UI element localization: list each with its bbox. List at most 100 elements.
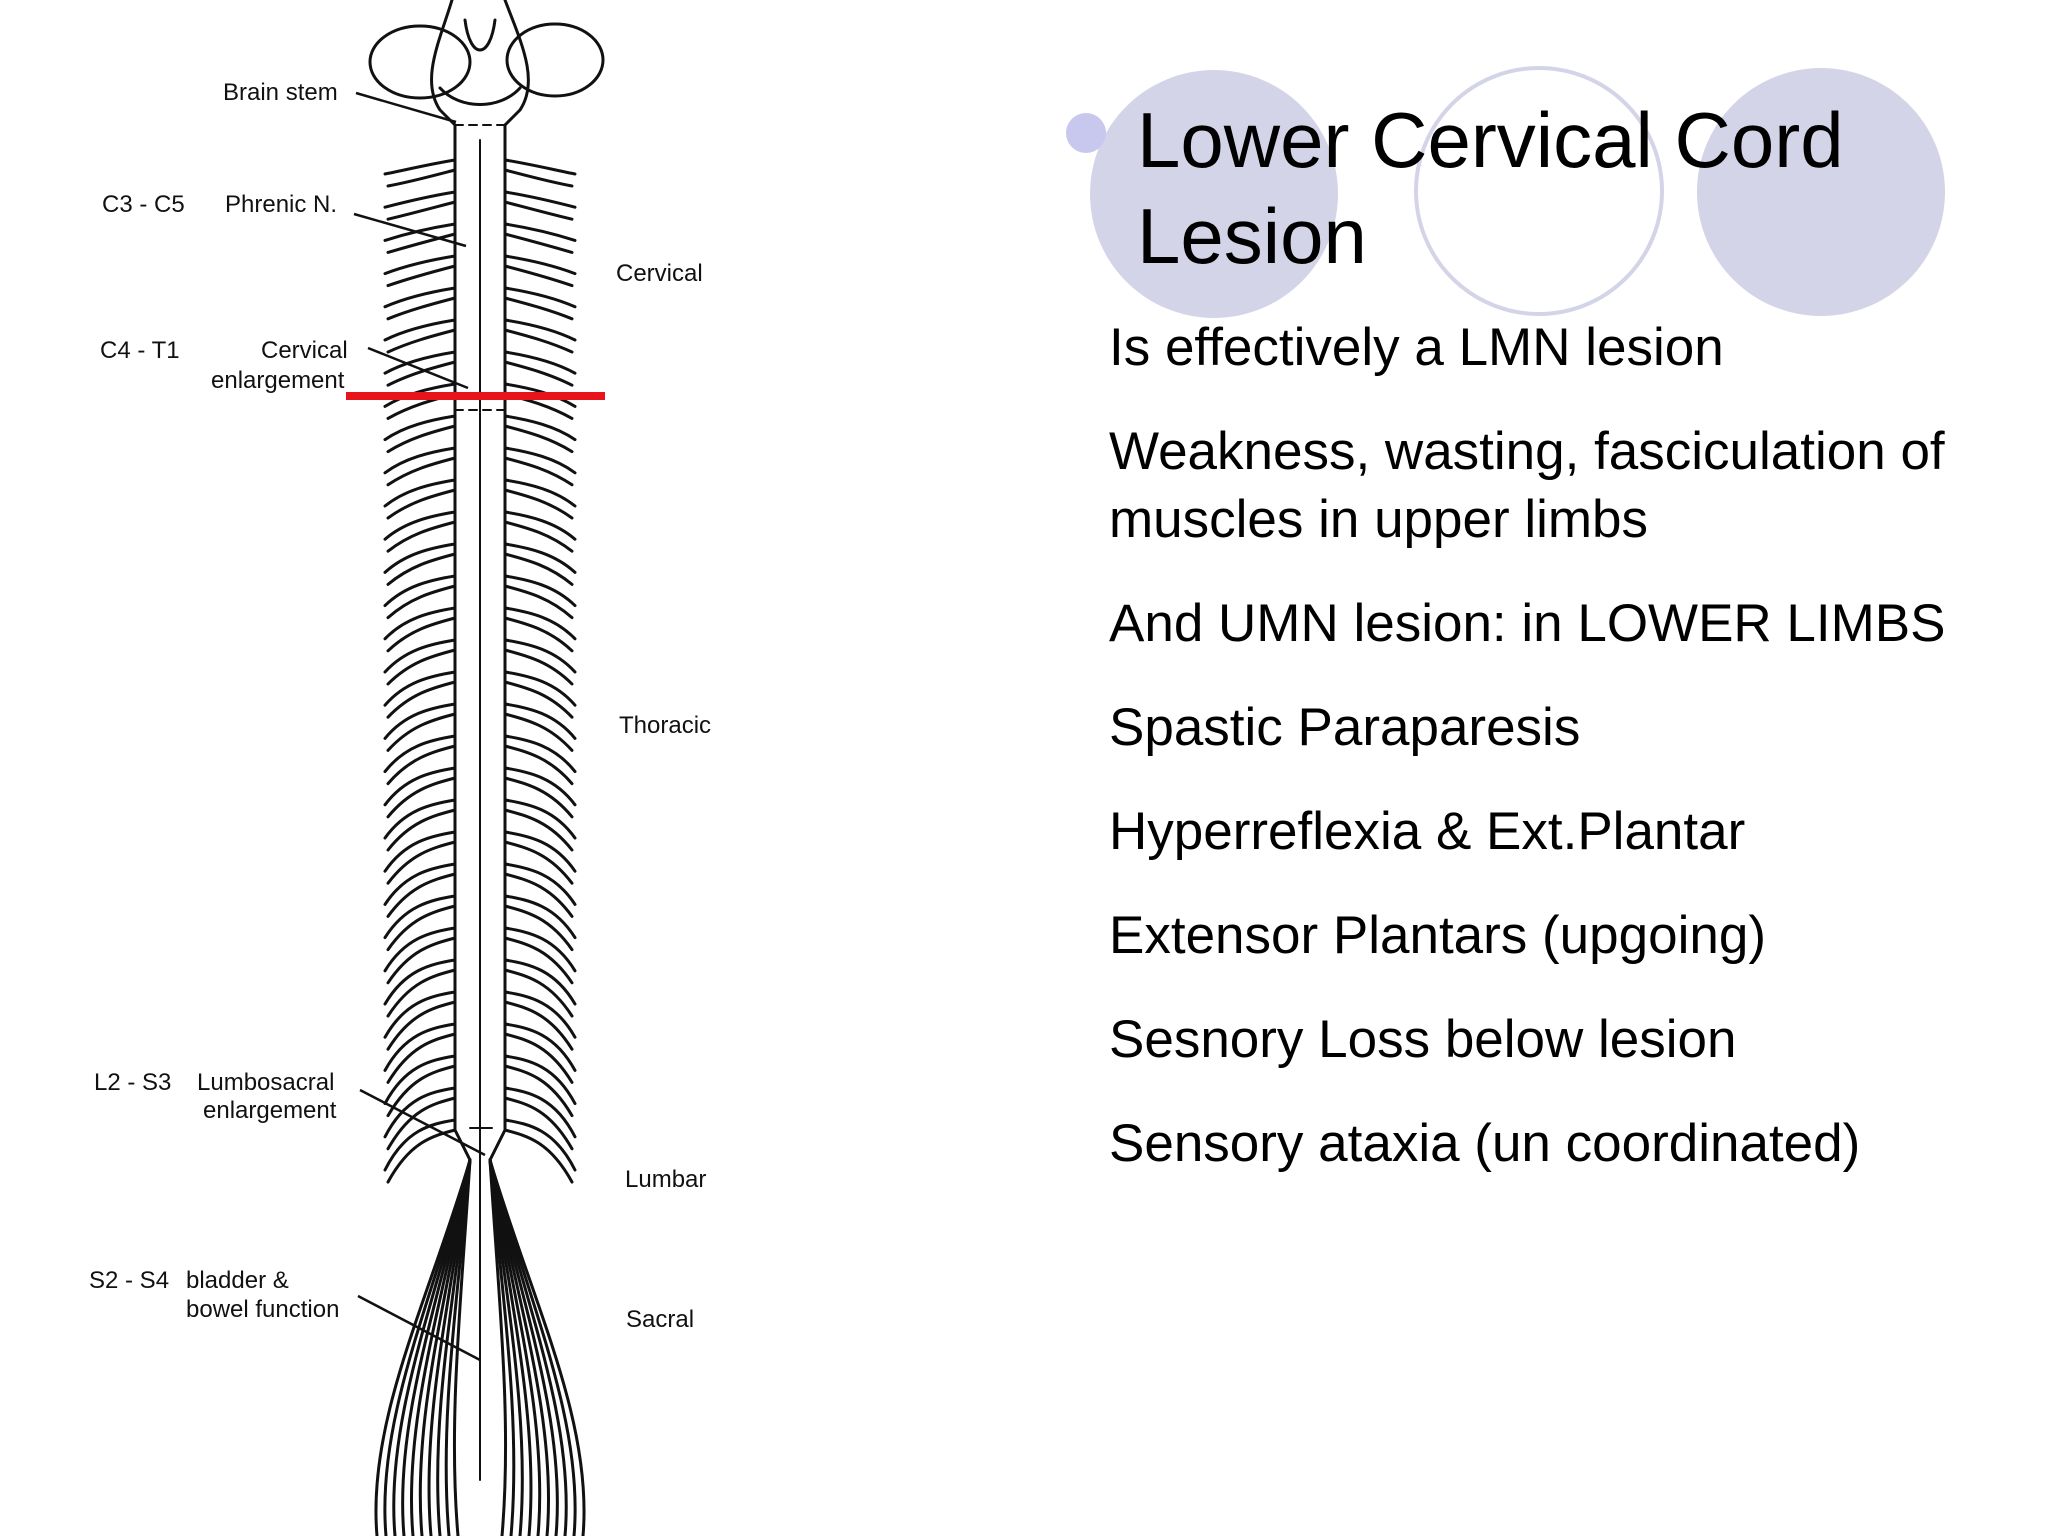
nerve-root bbox=[503, 1086, 577, 1139]
nerve-root bbox=[488, 1158, 516, 1536]
nerve-root bbox=[383, 894, 457, 940]
nerve-root bbox=[386, 168, 457, 188]
nerve-root bbox=[503, 168, 574, 188]
label-c4-t1: C4 - T1 bbox=[100, 337, 180, 364]
label-cervical-enlargement-1: Cervical bbox=[261, 337, 348, 364]
nerve-root bbox=[503, 456, 574, 487]
nerve-root bbox=[503, 702, 577, 740]
nerve-root bbox=[392, 1158, 472, 1536]
nerve-root bbox=[427, 1158, 472, 1536]
spinal-cord-diagram: Brain stem C3 - C5 Phrenic N. C4 - T1 Ce… bbox=[89, 0, 711, 1536]
nerve-root bbox=[386, 360, 457, 387]
nerve-root bbox=[383, 286, 457, 309]
nerve-root bbox=[383, 542, 457, 574]
nerve-root bbox=[488, 1158, 559, 1536]
nerve-root bbox=[488, 1158, 577, 1536]
nerve-root bbox=[503, 1000, 574, 1051]
nerve-root bbox=[503, 200, 574, 221]
nerve-root bbox=[503, 446, 577, 475]
nerve-root bbox=[383, 1022, 457, 1072]
nerve-root bbox=[503, 264, 574, 288]
nerve-root bbox=[383, 830, 457, 873]
right-cerebellum bbox=[505, 22, 605, 98]
label-lumbar: Lumbar bbox=[625, 1166, 706, 1193]
nerve-root bbox=[503, 766, 577, 807]
nerve-root bbox=[488, 1158, 508, 1536]
nerve-root bbox=[503, 712, 574, 752]
label-s2-s4: S2 - S4 bbox=[89, 1267, 169, 1294]
nerve-root bbox=[383, 702, 457, 740]
nerve-root bbox=[386, 488, 457, 520]
nerve-root bbox=[383, 734, 457, 774]
nerve-root bbox=[503, 222, 577, 242]
nerve-root bbox=[386, 200, 457, 221]
label-sacral: Sacral bbox=[626, 1306, 694, 1333]
nerve-root bbox=[386, 264, 457, 288]
nerve-root bbox=[386, 232, 457, 254]
nerve-root bbox=[503, 1054, 577, 1106]
label-brain-stem: Brain stem bbox=[223, 79, 338, 106]
nerve-root bbox=[503, 638, 577, 674]
decorative-circle-right bbox=[1697, 68, 1945, 316]
nerve-root bbox=[503, 798, 577, 840]
nerve-root bbox=[386, 520, 457, 553]
spinal-cord-drawing bbox=[368, 0, 605, 1536]
label-c3-c5: C3 - C5 bbox=[102, 191, 185, 218]
lumbosacral-leader bbox=[359, 1088, 486, 1157]
nerve-root bbox=[383, 1054, 457, 1106]
nerve-root bbox=[386, 424, 457, 454]
nerve-root bbox=[383, 926, 457, 973]
nerve-root bbox=[503, 958, 577, 1006]
label-l2-s3: L2 - S3 bbox=[94, 1069, 171, 1096]
nerve-root bbox=[383, 766, 457, 807]
nerve-root bbox=[383, 318, 457, 342]
nerve-root bbox=[503, 926, 577, 973]
nerve-root bbox=[383, 670, 457, 707]
nerve-root bbox=[386, 744, 457, 786]
nerve-root bbox=[503, 1032, 574, 1084]
nerve-root bbox=[386, 872, 457, 918]
brain-stem-leader bbox=[355, 91, 457, 124]
nerve-root bbox=[503, 606, 577, 641]
nerve-root bbox=[386, 904, 457, 952]
nerve-root bbox=[503, 552, 574, 586]
nerve-root bbox=[386, 680, 457, 719]
bladder-leader bbox=[357, 1294, 481, 1362]
nerve-root bbox=[386, 936, 457, 985]
nerve-root bbox=[503, 968, 574, 1018]
nerve-root bbox=[503, 584, 574, 620]
nerve-root bbox=[503, 478, 577, 508]
cervical-enlargement-leader bbox=[367, 346, 469, 390]
nerve-root bbox=[503, 936, 574, 985]
nerve-root bbox=[383, 1158, 472, 1536]
nerve-root bbox=[383, 798, 457, 840]
nerve-root bbox=[503, 360, 574, 387]
nerve-root bbox=[503, 670, 577, 707]
decorative-circle-middle bbox=[1414, 66, 1664, 316]
nerve-root bbox=[503, 1096, 574, 1151]
nerve-root bbox=[383, 574, 457, 608]
nerve-root bbox=[386, 584, 457, 620]
nerve-root bbox=[383, 190, 457, 209]
nerve-root bbox=[503, 510, 577, 541]
nerve-root bbox=[503, 808, 574, 852]
nerve-root bbox=[383, 350, 457, 375]
nerve-root bbox=[436, 1158, 472, 1536]
nerve-root bbox=[383, 254, 457, 276]
bullet-point: Weakness, wasting, fasciculation of musc… bbox=[1109, 422, 1945, 549]
nerve-root bbox=[488, 1158, 533, 1536]
nerve-root bbox=[386, 552, 457, 586]
nerve-root bbox=[488, 1158, 568, 1536]
cord-right-edge bbox=[488, 123, 507, 1162]
nerve-root bbox=[503, 232, 574, 254]
nerve-root bbox=[503, 414, 577, 442]
title-bullet-icon bbox=[1066, 113, 1106, 153]
nerve-root bbox=[503, 1064, 574, 1118]
bullet-list: Is effectively a LMN lesion Weakness, wa… bbox=[1109, 314, 2029, 1214]
nerve-root bbox=[383, 158, 457, 176]
bullet-point: Spastic Paraparesis bbox=[1109, 698, 1581, 757]
nerve-root bbox=[383, 862, 457, 906]
nerve-root bbox=[386, 616, 457, 653]
nerve-root bbox=[386, 1032, 457, 1084]
